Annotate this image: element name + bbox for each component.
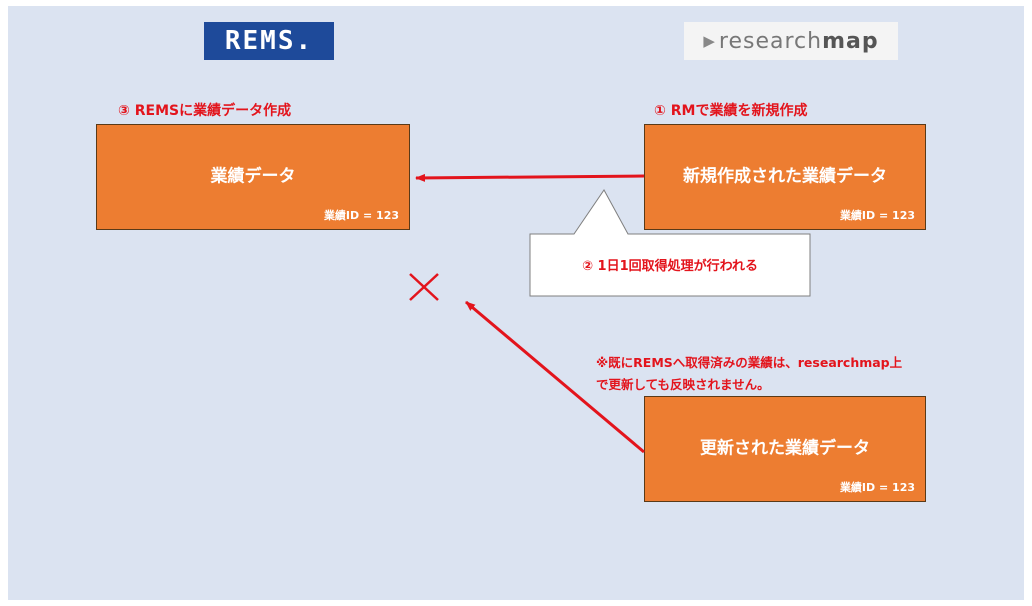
daily-fetch-callout: ② 1日1回取得処理が行われる	[530, 234, 810, 294]
rm-updated-data-box: 更新された業績データ 業績ID = 123	[644, 396, 926, 502]
rems-logo-text: REMS.	[224, 26, 314, 56]
researchmap-logo-suffix: map	[822, 28, 879, 54]
connector-layer	[409, 173, 811, 454]
sync-arrow	[415, 173, 645, 182]
rm-updated-data-label: 更新された業績データ	[700, 438, 870, 459]
rm-new-data-id: 業績ID = 123	[839, 209, 915, 222]
researchmap-logo-prefix: research	[718, 28, 823, 54]
rems-data-box: 業績データ 業績ID = 123	[96, 124, 410, 230]
rm-updated-data-id: 業績ID = 123	[839, 481, 915, 494]
rm-new-data-label: 新規作成された業績データ	[683, 166, 887, 187]
note-line-1: ※既にREMSへ取得済みの業績は、researchmap上	[596, 355, 903, 370]
rm-new-data-box: 新規作成された業績データ 業績ID = 123	[644, 124, 926, 230]
rems-data-label: 業績データ	[210, 166, 296, 187]
step3-caption: ③ REMSに業績データ作成	[118, 103, 292, 119]
update-not-reflected-note: ※既にREMSへ取得済みの業績は、researchmap上 で更新しても反映され…	[596, 352, 996, 396]
rems-logo: REMS.	[204, 22, 334, 60]
rems-data-id: 業績ID = 123	[323, 209, 399, 222]
speech-callout-shape	[529, 189, 811, 297]
daily-fetch-callout-text: ② 1日1回取得処理が行われる	[582, 258, 758, 274]
note-line-2: で更新しても反映されません。	[596, 377, 770, 392]
play-triangle-icon: ▶	[703, 32, 716, 50]
blocked-update-arrow	[465, 300, 645, 454]
step1-caption: ① RMで業績を新規作成	[654, 103, 808, 119]
cross-icon	[409, 273, 439, 301]
